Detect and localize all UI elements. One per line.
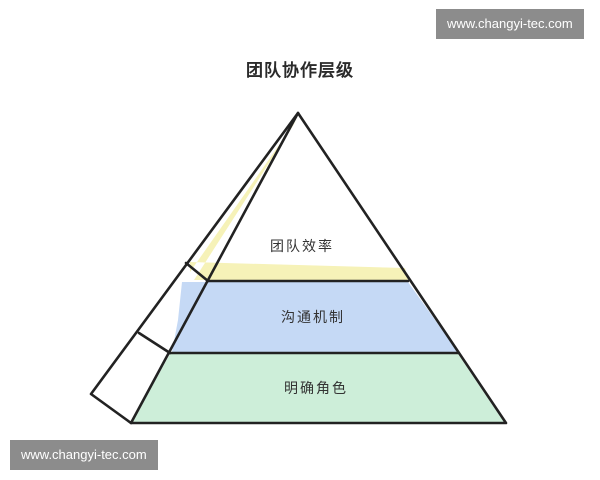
diagram-title: 团队协作层级	[246, 61, 354, 81]
layer-label-top: 团队效率	[270, 238, 334, 255]
layer-top-fill	[190, 118, 408, 280]
layer-bottom-fill	[132, 354, 505, 424]
watermark-bottom: www.changyi-tec.com	[10, 440, 158, 470]
layer-middle-fill	[172, 282, 458, 352]
watermark-top: www.changyi-tec.com	[436, 9, 584, 39]
layer-label-bottom: 明确角色	[284, 380, 348, 397]
pyramid-outline	[89, 111, 508, 425]
layer-label-middle: 沟通机制	[281, 310, 345, 326]
